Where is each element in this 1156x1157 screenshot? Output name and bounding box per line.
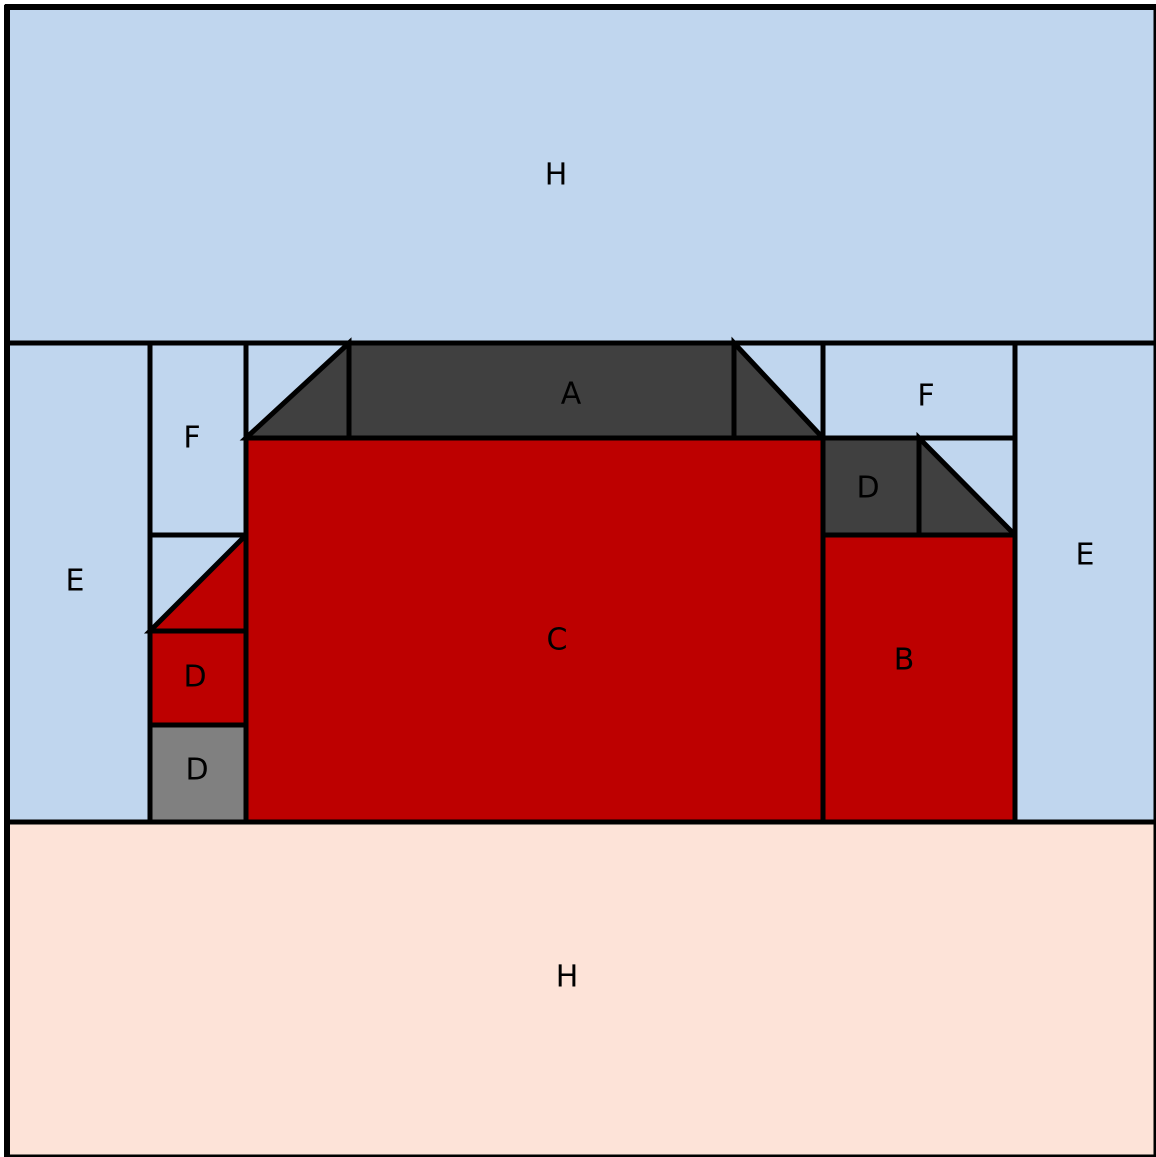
bottom-h-label: H	[556, 960, 579, 995]
right-e-piece	[1015, 343, 1156, 822]
right-f-label: F	[917, 379, 934, 414]
roof-a-piece	[349, 343, 734, 438]
right-e-label: E	[1076, 538, 1095, 573]
c-label: C	[547, 623, 568, 658]
left-red-d-label: D	[183, 660, 206, 695]
b-label: B	[894, 643, 915, 678]
bottom-ground-piece	[7, 822, 1156, 1157]
a-label: A	[561, 377, 582, 412]
house-c-piece	[246, 438, 823, 822]
top-h-label: H	[545, 158, 568, 193]
left-f-label: F	[183, 421, 200, 456]
b-piece	[823, 535, 1015, 822]
top-sky-piece	[7, 7, 1156, 343]
left-e-label: E	[66, 564, 85, 599]
right-d-label: D	[856, 471, 879, 506]
left-gray-d-label: D	[185, 753, 208, 788]
